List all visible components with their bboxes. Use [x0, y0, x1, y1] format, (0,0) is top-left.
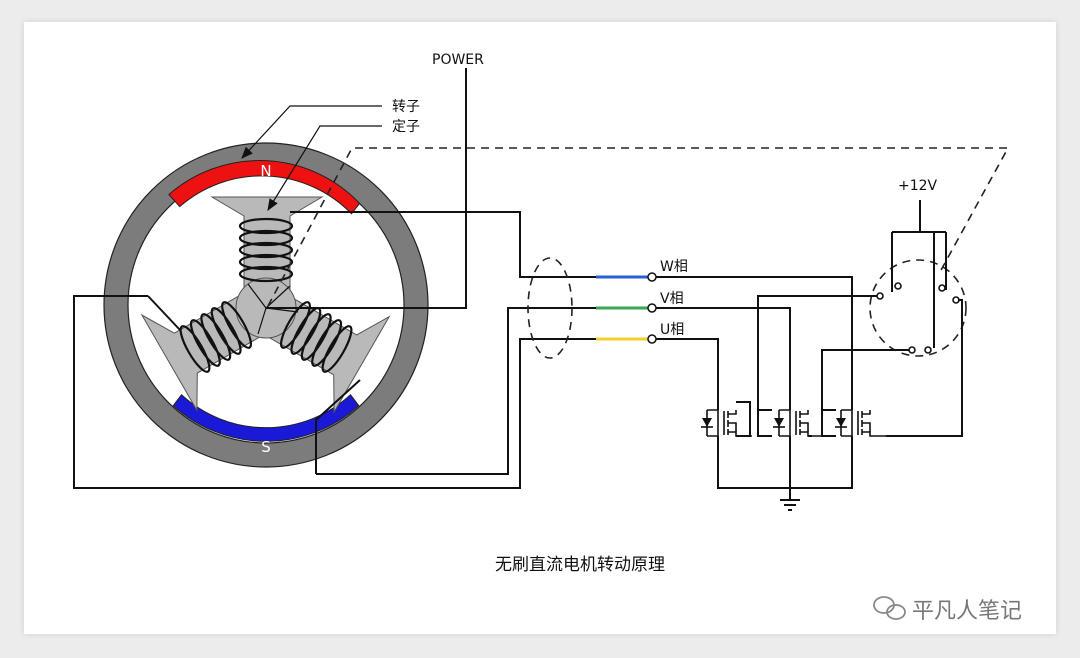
mosfet-3 — [835, 409, 886, 437]
wechat-icon — [873, 596, 906, 620]
motor-wiring — [73, 68, 853, 511]
north-pole-label: N — [260, 162, 271, 180]
stator-label: 定子 — [392, 119, 420, 135]
stator — [140, 196, 391, 414]
rotor-sensor-link — [267, 147, 1010, 307]
coil-top — [238, 217, 294, 283]
ground-icon — [780, 499, 800, 511]
hall-sensor-assembly — [736, 200, 967, 437]
cable-bundle — [527, 257, 573, 359]
watermark-text: 平凡人笔记 — [912, 599, 1022, 624]
figure-caption: 无刷直流电机转动原理 — [495, 555, 665, 575]
south-pole-magnet — [172, 394, 360, 442]
coil-left — [179, 301, 252, 373]
rotor-label: 转子 — [392, 99, 420, 115]
mosfet-2 — [773, 409, 824, 437]
north-pole-magnet — [168, 160, 361, 215]
mosfet-1 — [701, 409, 752, 437]
u-phase-label: U相 — [660, 322, 684, 338]
w-phase-label: W相 — [660, 259, 688, 275]
power-label: POWER — [432, 52, 484, 68]
coil-right — [280, 301, 353, 373]
motor-ring — [104, 143, 428, 467]
south-pole-label: S — [261, 438, 271, 456]
v-phase-label: V相 — [660, 291, 684, 307]
supply-label: +12V — [898, 178, 938, 194]
motor: N S — [103, 142, 429, 468]
